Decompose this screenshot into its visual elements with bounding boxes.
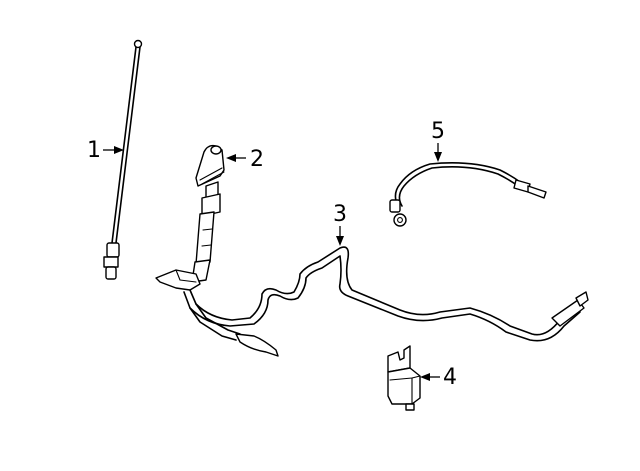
callout-2: 2: [226, 147, 264, 172]
part-2-antenna-base[interactable]: [191, 144, 225, 283]
callout-2-label: 2: [250, 147, 264, 172]
callout-3-label: 3: [333, 202, 347, 227]
part-1-antenna-mast[interactable]: [103, 39, 143, 280]
part-4-amplifier-module[interactable]: [387, 345, 421, 411]
part-3-antenna-cable[interactable]: [155, 246, 589, 357]
callout-4: 4: [420, 365, 457, 390]
callout-5: 5: [431, 119, 445, 162]
callout-4-label: 4: [443, 365, 457, 390]
callout-3: 3: [333, 202, 347, 246]
callout-1: 1: [87, 138, 124, 163]
callout-1-label: 1: [87, 138, 101, 163]
callout-5-label: 5: [431, 119, 445, 144]
part-5-ground-cable[interactable]: [389, 162, 547, 227]
